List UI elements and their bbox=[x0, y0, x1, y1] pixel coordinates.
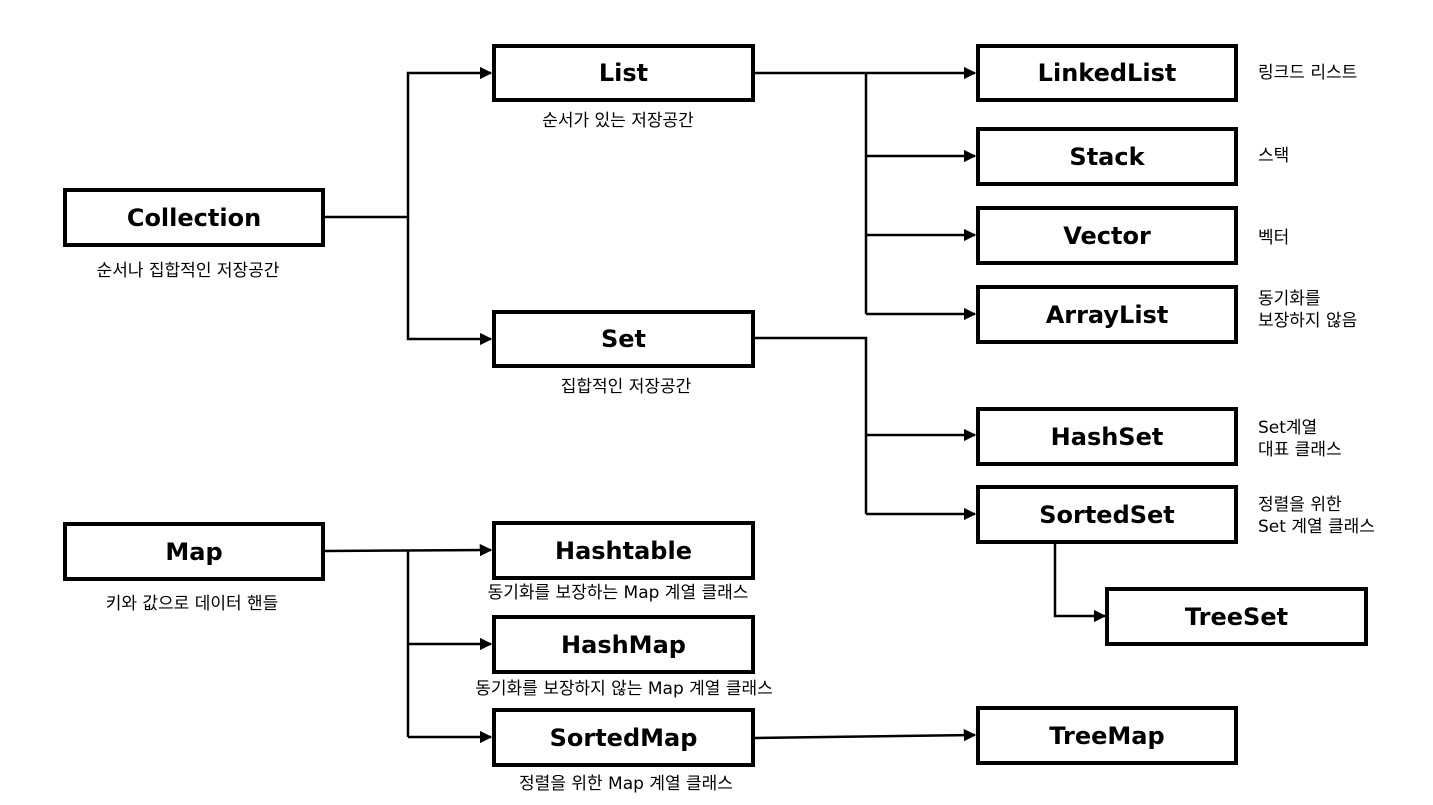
hashtable-node: Hashtable bbox=[492, 521, 755, 580]
hashset-node: HashSet bbox=[976, 407, 1238, 466]
treeset-node: TreeSet bbox=[1105, 587, 1368, 646]
sortedmap-caption: 정렬을 위한 Map 계열 클래스 bbox=[519, 774, 733, 794]
sortedset-note-line-1: 정렬을 위한 bbox=[1258, 495, 1342, 515]
set-node: Set bbox=[492, 310, 755, 368]
list-node: List bbox=[492, 44, 755, 102]
stack-note: 스택 bbox=[1258, 145, 1289, 167]
edge-collection-list bbox=[325, 66, 493, 219]
vector-note: 벡터 bbox=[1258, 227, 1289, 249]
vector-note-line: 벡터 bbox=[1258, 228, 1290, 248]
list-caption: 순서가 있는 저장공간 bbox=[542, 111, 694, 131]
arraylist-note: 동기화를 보장하지 않음 bbox=[1258, 288, 1357, 332]
hashtable-caption: 동기화를 보장하는 Map 계열 클래스 bbox=[487, 583, 749, 603]
hashset-note-line-1: Set계열 bbox=[1258, 418, 1318, 438]
arraylist-note-line-1: 동기화를 bbox=[1258, 289, 1321, 309]
hashmap-node: HashMap bbox=[492, 615, 755, 674]
map-node: Map bbox=[63, 522, 325, 581]
linkedlist-node: LinkedList bbox=[976, 44, 1238, 102]
edge-map-hashtable bbox=[324, 543, 493, 557]
sortedset-note: 정렬을 위한 Set 계열 클래스 bbox=[1258, 494, 1375, 538]
stack-note-line: 스택 bbox=[1258, 146, 1290, 166]
arraylist-note-line-2: 보장하지 않음 bbox=[1258, 311, 1358, 331]
linkedlist-note-line: 링크드 리스트 bbox=[1258, 63, 1358, 83]
edge-collection-set bbox=[406, 217, 493, 346]
arraylist-node: ArrayList bbox=[976, 285, 1238, 344]
edge-sortedmap-treemap bbox=[754, 728, 977, 742]
collection-node: Collection bbox=[63, 188, 325, 247]
treemap-node: TreeMap bbox=[976, 706, 1238, 765]
hashset-note: Set계열 대표 클래스 bbox=[1258, 417, 1342, 461]
edge-set-trunk bbox=[755, 336, 868, 514]
sortedset-note-line-2: Set 계열 클래스 bbox=[1258, 517, 1375, 537]
map-caption: 키와 값으로 데이터 핸들 bbox=[105, 594, 279, 614]
collection-caption: 순서나 집합적인 저장공간 bbox=[96, 261, 280, 281]
sortedmap-node: SortedMap bbox=[492, 708, 755, 767]
set-caption: 집합적인 저장공간 bbox=[560, 377, 692, 397]
sortedset-node: SortedSet bbox=[976, 485, 1238, 544]
linkedlist-note: 링크드 리스트 bbox=[1258, 62, 1357, 84]
edge-sortedset-treeset bbox=[1053, 543, 1107, 623]
stack-node: Stack bbox=[976, 127, 1238, 186]
hashmap-caption: 동기화를 보장하지 않는 Map 계열 클래스 bbox=[475, 679, 773, 699]
vector-node: Vector bbox=[976, 206, 1238, 265]
hashset-note-line-2: 대표 클래스 bbox=[1258, 440, 1342, 460]
